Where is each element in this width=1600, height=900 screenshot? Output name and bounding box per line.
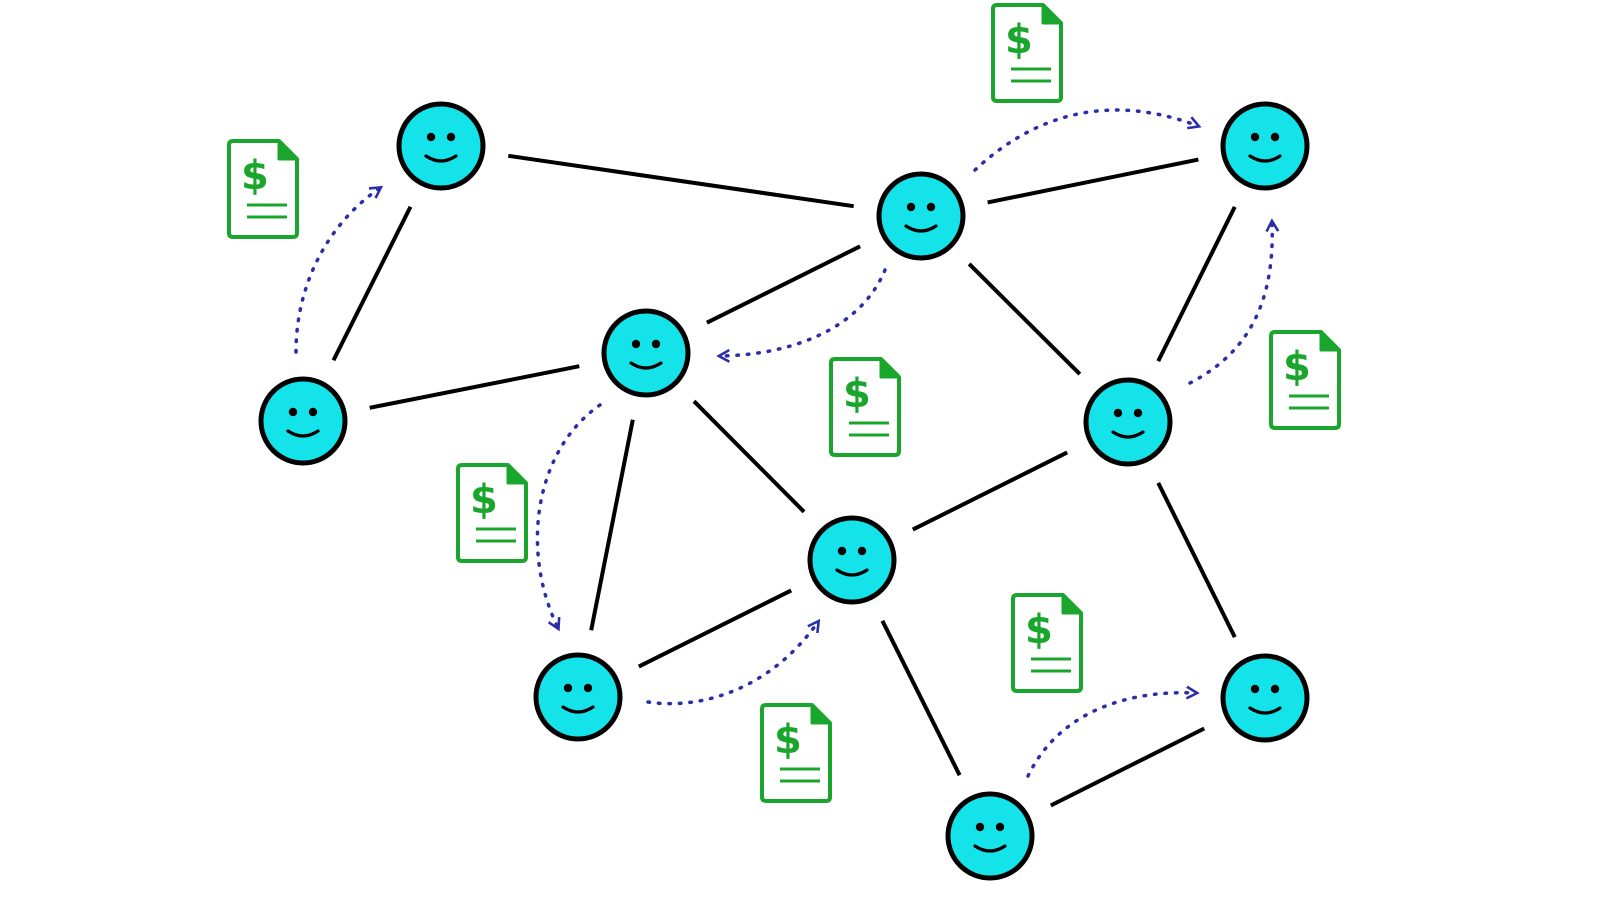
dollar-sign-text: $ (1283, 344, 1311, 390)
dollar-sign-text: $ (843, 371, 871, 417)
connection-edge-4 (987, 157, 1199, 205)
transfer-arrow-7 (1026, 693, 1196, 778)
connection-edge-2 (369, 364, 580, 410)
transfer-arrow-4 (720, 268, 887, 356)
dollar-document-icon: $ (829, 357, 901, 457)
smiley-face-icon (945, 791, 1035, 881)
nodes-layer (258, 101, 1310, 881)
edges-layer (331, 153, 1237, 808)
transfer-arrow-2 (973, 108, 1198, 172)
transfer-arrow-6 (646, 622, 818, 706)
connection-edge-9 (1156, 206, 1237, 362)
dollar-sign-text: $ (470, 477, 498, 523)
dollar-document-icon: $ (456, 463, 528, 563)
smiley-face-icon (1220, 653, 1310, 743)
dollar-sign-text: $ (774, 717, 802, 763)
smiley-face-icon (1083, 377, 1173, 467)
dollar-document-icon: $ (760, 703, 832, 803)
smiley-face-icon (258, 376, 348, 466)
transfers-layer (294, 108, 1272, 778)
connection-edge-7 (692, 399, 806, 514)
connection-edge-5 (705, 244, 862, 325)
transfer-arrow-5 (535, 403, 602, 628)
connection-edge-10 (911, 450, 1069, 532)
transfer-arrow-3 (1188, 222, 1272, 385)
smiley-face-icon (533, 652, 623, 742)
dollar-sign-text: $ (241, 153, 269, 199)
dollar-document-icon: $ (1269, 330, 1341, 430)
transfer-arrow-1 (294, 188, 380, 354)
connection-edge-3 (507, 153, 855, 209)
smiley-face-icon (876, 171, 966, 261)
connection-edge-14 (1049, 726, 1206, 808)
connection-edge-11 (637, 588, 793, 669)
dollar-document-icon: $ (1011, 593, 1083, 693)
connection-edge-8 (967, 262, 1082, 376)
connection-edge-1 (331, 205, 413, 362)
smiley-face-icon (396, 101, 486, 191)
smiley-face-icon (807, 515, 897, 605)
smiley-face-icon (601, 308, 691, 398)
connection-edge-13 (880, 619, 962, 777)
dollar-sign-text: $ (1005, 17, 1033, 63)
smiley-face-icon (1220, 101, 1310, 191)
dollar-document-icon: $ (227, 139, 299, 239)
dollar-sign-text: $ (1025, 607, 1053, 653)
dollar-document-icon: $ (991, 3, 1063, 103)
connection-edge-12 (1156, 482, 1237, 638)
documents-layer: $ $ $ $ $ $ $ (227, 3, 1341, 803)
connection-edge-6 (589, 419, 635, 631)
